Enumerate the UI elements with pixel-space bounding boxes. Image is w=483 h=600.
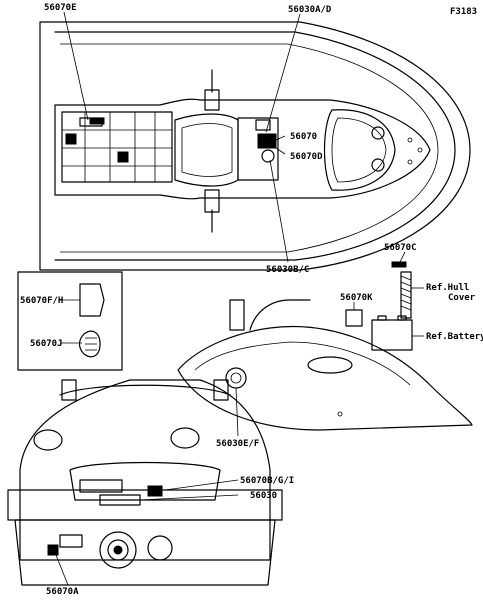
battery (371, 315, 413, 351)
label-56070A: 56070A (46, 587, 79, 597)
label-56030AD: 56030A/D (288, 5, 332, 15)
rear-view-hull (7, 379, 283, 586)
figure-id: F3183 (450, 7, 477, 17)
decal-56070K (345, 309, 363, 327)
label-56030: 56030 (250, 491, 277, 501)
label-56070K: 56070K (340, 293, 373, 303)
label-56030BC: 56030B/C (266, 265, 309, 275)
decal-56070J (78, 330, 101, 358)
label-cover: Cover (448, 293, 476, 303)
label-56070D: 56070D (290, 152, 323, 162)
label-ref-hull: Ref.Hull (426, 283, 469, 293)
leader-lines (55, 11, 424, 586)
side-view-hull (177, 299, 473, 431)
top-view-hull (39, 21, 471, 271)
label-56070FH: 56070F/H (20, 296, 63, 306)
decal-56070C (391, 261, 407, 268)
parts-box (17, 271, 123, 371)
label-ref-battery: Ref.Battery (426, 332, 483, 342)
label-56070: 56070 (290, 132, 317, 142)
label-56070C: 56070C (384, 243, 417, 253)
label-56070E: 56070E (44, 3, 77, 13)
hull-spring (400, 271, 412, 319)
label-56030EF: 56030E/F (216, 439, 259, 449)
label-56070J: 56070J (30, 339, 63, 349)
decal-56070FH (79, 283, 105, 317)
label-56070BGI: 56070B/G/I (240, 476, 294, 486)
